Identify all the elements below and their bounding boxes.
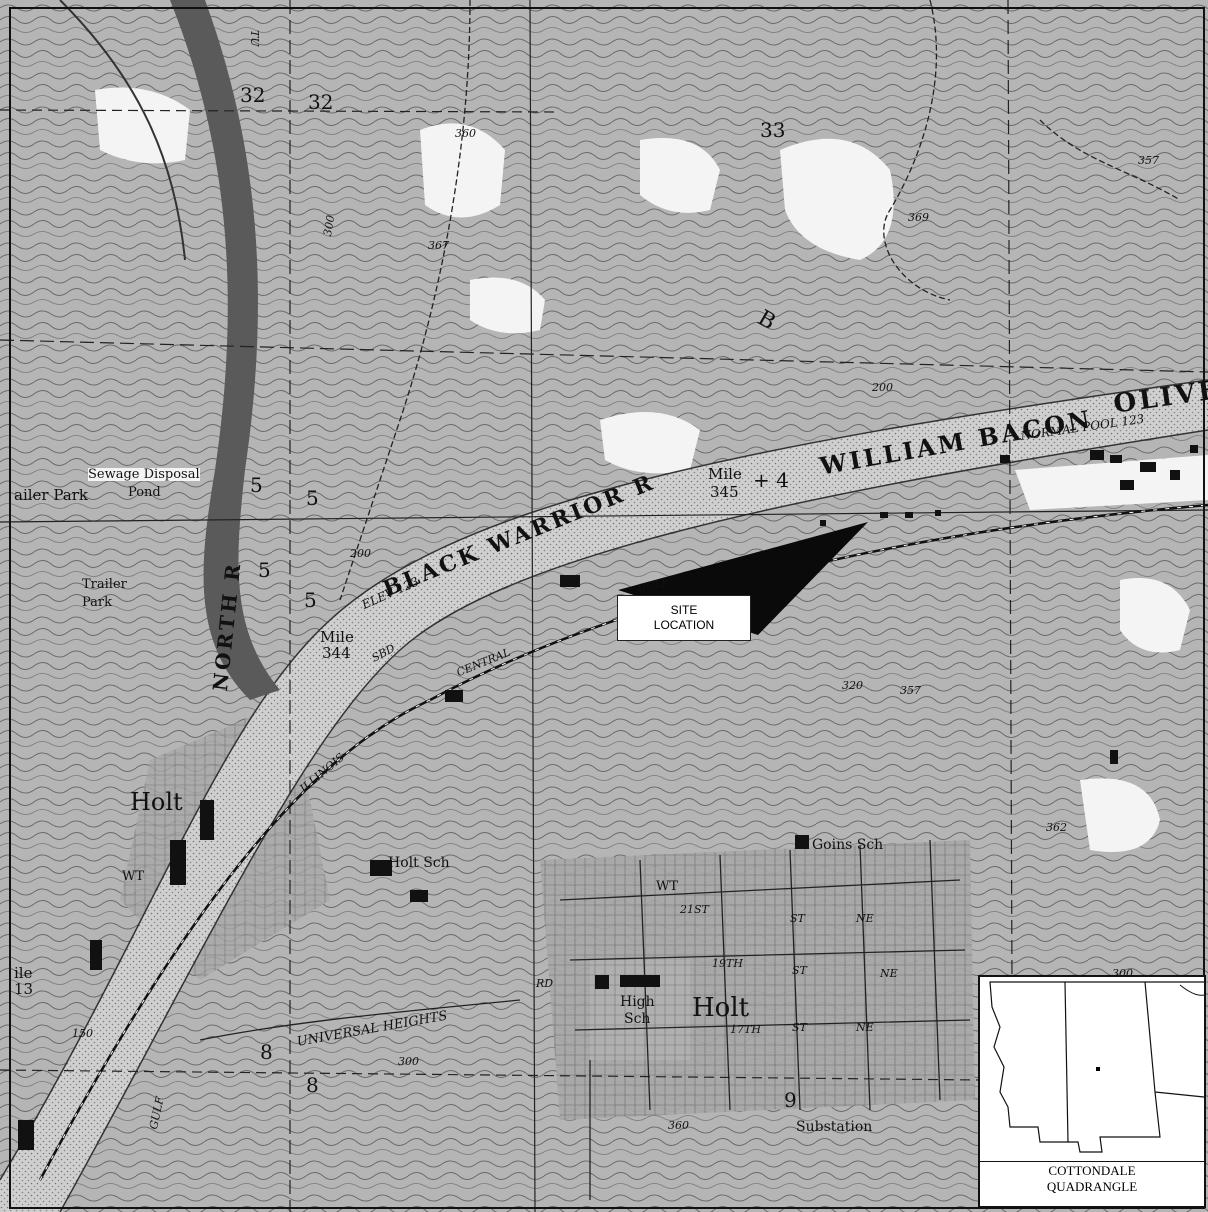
site-location-label: SITE LOCATION [617,595,751,641]
label-mile-left-a: ile [14,964,33,982]
map-border [9,7,1205,1209]
label-high-sch-2: Sch [624,1011,651,1027]
label-elev-360: 360 [455,127,476,140]
label-section-5d: 5 [304,588,317,612]
label-section-4: + 4 [753,468,789,492]
label-elev-360b: 360 [668,1119,689,1132]
label-section-5b: 5 [306,486,319,510]
label-st-c: ST [792,1021,807,1034]
label-holt-center: Holt [692,993,750,1023]
label-tu: TU [248,30,261,47]
label-ne-c: NE [856,1021,874,1034]
label-elev-320: 320 [842,679,863,692]
label-mile-left-b: 13 [14,980,34,998]
label-trailer-park-left: ailer Park [14,486,88,504]
label-17th: 17TH [730,1023,761,1036]
label-section-32b: 32 [308,90,334,114]
label-elev-200a: 200 [872,381,893,394]
label-section-33: 33 [760,118,786,142]
label-st-a: ST [790,912,805,925]
inset-state-outline-map [980,977,1204,1162]
label-holt-west: Holt [130,788,183,816]
label-elev-357a: 357 [1138,154,1159,167]
label-21st: 21ST [680,903,709,916]
label-rd: RD [536,977,554,990]
label-holt-sch: Holt Sch [388,855,450,871]
label-high-sch-1: High [620,994,655,1010]
black-warrior-river [0,380,1208,1212]
label-elev-357b: 357 [900,684,921,697]
label-trailer-park-1: Trailer [82,577,127,592]
label-section-8b: 8 [306,1073,319,1097]
label-section-9: 9 [784,1088,797,1112]
label-substation: Substation [796,1119,873,1135]
inset-site-marker [1096,1067,1100,1071]
label-mile-345-a: Mile [708,465,742,483]
inset-caption: COTTONDALE QUADRANGLE [980,1163,1204,1194]
label-elev-367: 367 [428,239,449,252]
label-wt-2: WT [656,879,679,894]
label-goins-sch: Goins Sch [812,837,884,853]
locator-inset: COTTONDALE QUADRANGLE [978,975,1206,1208]
label-trailer-park-2: Park [82,595,113,610]
label-sewage-disposal: Sewage Disposal [88,467,200,482]
label-ne-b: NE [880,967,898,980]
label-elev-300a: 300 [321,214,338,238]
label-mile-345-b: 345 [710,483,739,501]
site-location-line2: LOCATION [653,618,715,632]
label-mile-344-a: Mile [320,628,354,646]
label-elev-362: 362 [1046,821,1067,834]
label-elev-369: 369 [908,211,929,224]
label-st-b: ST [792,964,807,977]
buildings [18,445,1198,1150]
label-elev-300c: 300 [398,1055,419,1068]
label-ne-a: NE [856,912,874,925]
inset-caption-line1: COTTONDALE [1048,1163,1136,1178]
label-mile-344-b: 344 [322,644,351,662]
label-elev-300b: 300 [1112,967,1133,980]
label-19th: 19TH [712,957,743,970]
label-section-32a: 32 [240,83,266,107]
clearings [95,87,1208,1060]
label-section-5c: 5 [258,558,271,582]
north-river [170,0,280,700]
site-location-line1: SITE [670,603,698,617]
label-elev-200b: 200 [350,547,371,560]
holt-town-area [540,840,975,1120]
label-section-5a: 5 [250,473,263,497]
inset-caption-line2: QUADRANGLE [1046,1178,1138,1194]
label-elev-150: 150 [72,1027,93,1040]
label-section-8a: 8 [260,1040,273,1064]
label-pond: Pond [128,485,161,500]
label-wt-1: WT [122,869,145,884]
